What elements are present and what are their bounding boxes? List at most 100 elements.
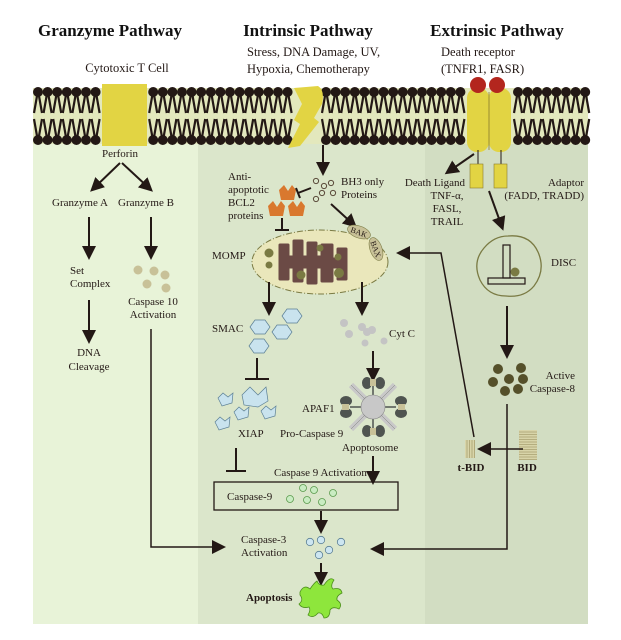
lipid-head (225, 135, 235, 145)
lipid-tail (224, 118, 236, 137)
lipid-head (186, 135, 197, 145)
lipid-tail (378, 118, 389, 137)
label-perforin: Perforin (102, 148, 139, 160)
lipid-head (253, 87, 264, 97)
label-adaptor-1: Adaptor (548, 177, 584, 189)
label-apoptosome: Apoptosome (342, 442, 398, 454)
lipid-head (81, 135, 91, 145)
arrow-caspase10-to-caspase3 (150, 329, 226, 554)
lipid-head (253, 135, 264, 145)
lipid-head (561, 135, 571, 145)
lipid-head (436, 87, 447, 97)
lipid-tail (176, 118, 188, 137)
lipid-head (71, 135, 82, 145)
lipid-tail (407, 118, 418, 137)
bcl2-proteins (268, 185, 305, 216)
lipid-tail (340, 95, 351, 114)
bax-protein (368, 237, 384, 261)
arrow-receptor-to-ligand (444, 153, 475, 175)
lipid-head (33, 135, 43, 145)
lipid-head (177, 135, 187, 145)
lipid-tail (407, 95, 418, 114)
lipid-head (148, 87, 159, 97)
lipid-tail (186, 95, 197, 114)
lipid-tail (167, 95, 178, 114)
lipid-head (532, 87, 543, 97)
lipid-tail (455, 95, 466, 114)
lipid-head (340, 87, 351, 97)
lipid-head (157, 135, 168, 145)
lipid-head (378, 135, 389, 145)
lipid-tail (244, 95, 255, 114)
apoptosome (340, 377, 407, 437)
lipid-head (378, 87, 389, 97)
lipid-tail (368, 95, 380, 114)
lipid-head (225, 87, 235, 97)
lipid-tail (32, 118, 44, 137)
lipid-head (407, 87, 418, 97)
lipid-head (157, 87, 168, 97)
lipid-tail (330, 95, 341, 114)
lipid-head (244, 87, 255, 97)
lipid-tail (80, 95, 92, 114)
lipid-head (407, 135, 418, 145)
lipid-head (90, 87, 101, 97)
lipid-head (359, 135, 370, 145)
lipid-tail (71, 118, 82, 137)
label-set-2: Complex (70, 278, 111, 290)
lipid-tail (205, 118, 216, 137)
lipid-tail (368, 118, 380, 137)
lipid-head (561, 87, 571, 97)
lipid-head (330, 135, 341, 145)
lipid-tail (234, 118, 245, 137)
lipid-tail (349, 95, 360, 114)
lipid-head (522, 135, 533, 145)
label-caspase10-2: Activation (130, 309, 177, 321)
lipid-tail (263, 118, 274, 137)
lipid-tail (388, 118, 399, 137)
lipid-head (397, 87, 408, 97)
lipid-tail (455, 118, 466, 137)
lipid-tail (32, 95, 44, 114)
subtitle-extrinsic-2: (TNFR1, FASR) (441, 62, 524, 76)
adaptor-box-left (469, 163, 484, 189)
lipid-head (417, 135, 427, 145)
lipid-head (349, 87, 360, 97)
lipid-tail (397, 95, 408, 114)
lipid-tail (90, 118, 101, 137)
lipid-tail (445, 95, 456, 114)
lipid-head (522, 87, 533, 97)
caspase9-particles (286, 484, 337, 506)
lipid-head (513, 87, 523, 97)
lipid-tail (215, 118, 226, 137)
lipid-head (321, 135, 331, 145)
lipid-head (282, 135, 293, 145)
arrow-bh3-to-bak (330, 203, 357, 228)
lipid-tail (80, 118, 92, 137)
lipid-head (513, 135, 523, 145)
subtitle-intrinsic-2: Hypoxia, Chemotherapy (247, 62, 371, 76)
label-caspase8-2: Caspase-8 (530, 383, 576, 395)
label-disc: DISC (551, 257, 576, 269)
lipid-head (167, 135, 178, 145)
inhibit-xiap-to-caspase9 (226, 448, 246, 472)
lipid-tail (522, 95, 533, 114)
label-ligand-3: FASL, (433, 203, 462, 215)
lipid-tail (532, 95, 543, 114)
label-apoptosis: Apoptosis (246, 592, 293, 604)
smac-hexagon (281, 308, 303, 324)
caspase10-particles (133, 265, 171, 293)
label-granzyme-b: Granzyme B (118, 197, 174, 209)
label-bid: BID (517, 462, 537, 474)
lipid-tail (282, 95, 293, 114)
lipid-head (196, 135, 207, 145)
lipid-tail (42, 118, 53, 137)
arrow-tbid-to-mitochondrion (396, 246, 475, 438)
lipid-head (90, 135, 101, 145)
lipid-tail (272, 118, 284, 137)
lipid-tail (196, 95, 207, 114)
subtitle-granzyme: Cytotoxic T Cell (85, 61, 169, 75)
arrow-perforin-to-granzyme-a (90, 162, 121, 192)
label-smac: SMAC (212, 323, 243, 335)
lipid-tail (416, 95, 428, 114)
